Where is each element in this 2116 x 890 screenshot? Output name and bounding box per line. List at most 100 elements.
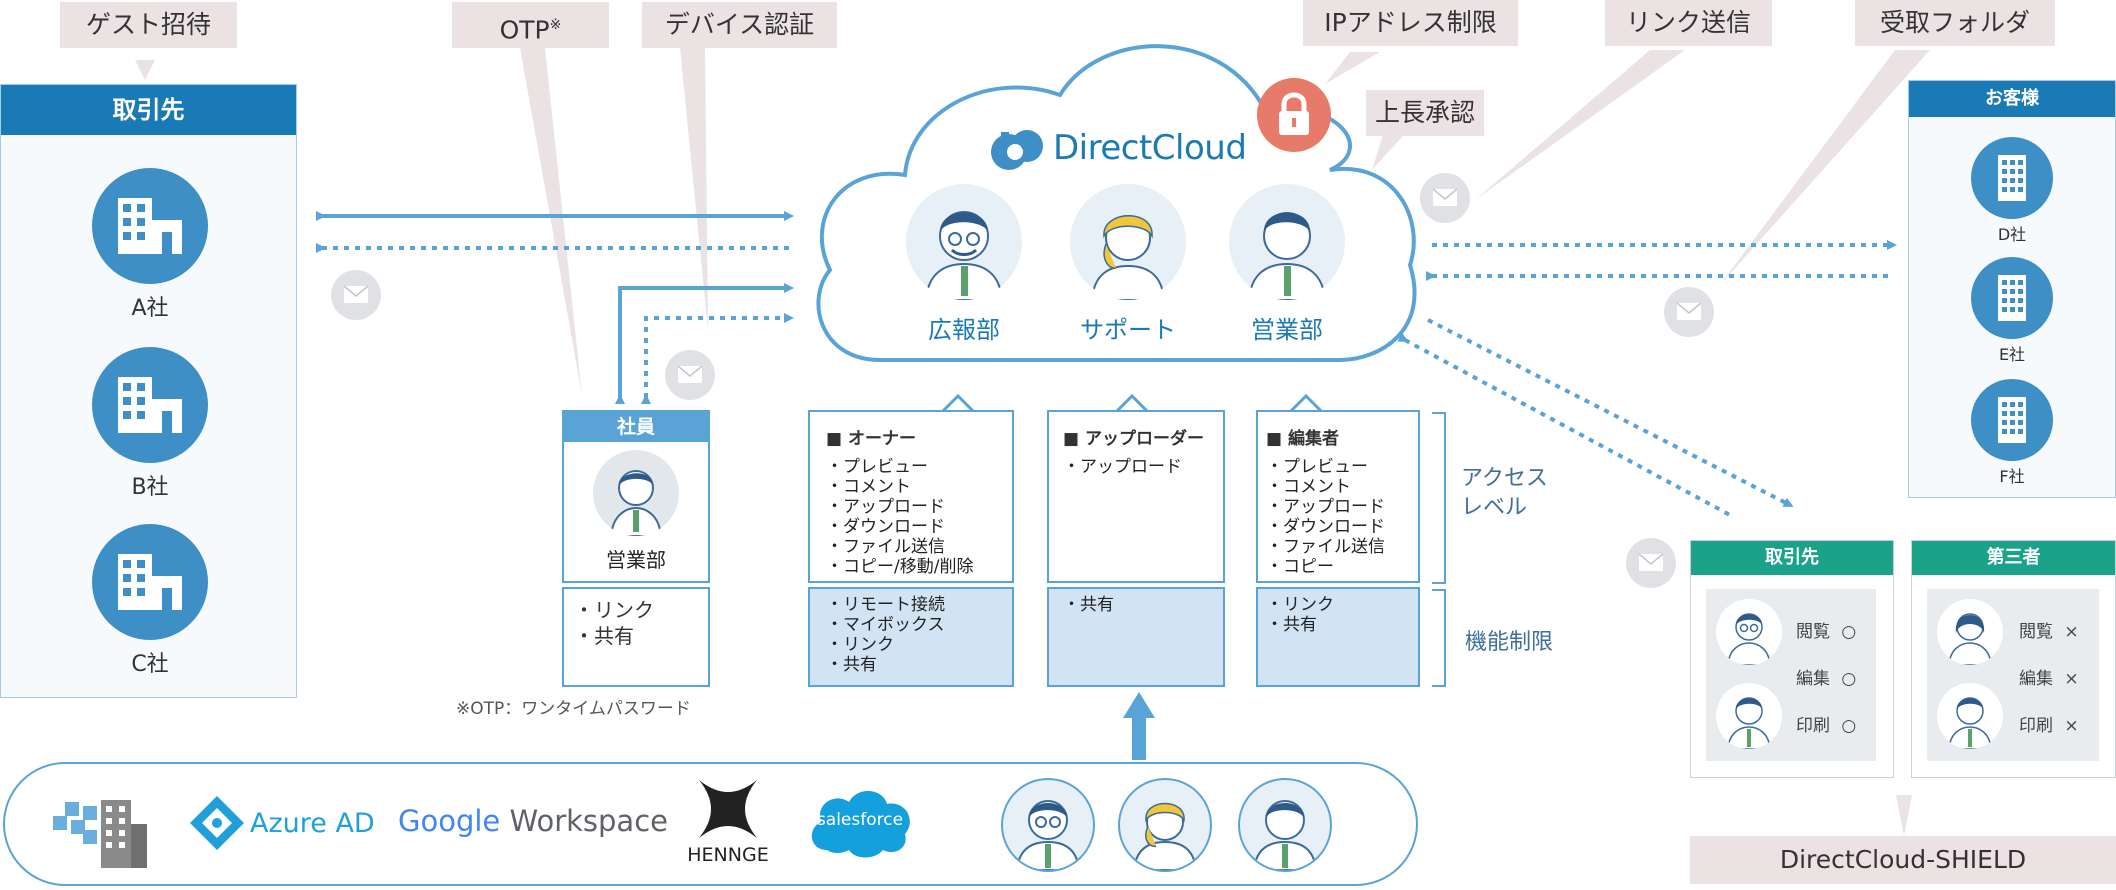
azure-diamond-icon [190,796,244,850]
company-a-label: A社 [131,296,169,321]
customer-panel: お客様 D社 E社 F社 [1908,80,2116,498]
bracket-access-label: アクセス レベル [1461,464,1548,522]
bar-user-support [1118,778,1212,872]
cloud-user-sales: 営業部 [1225,184,1349,345]
callout-receive-folder: 受取フォルダ [1855,0,2055,46]
callout-link-send: リンク送信 [1605,0,1772,46]
shield-partner-title: 取引先 [1691,541,1893,575]
perm-denied-mark: × [2064,669,2079,689]
list-item: ・リンク [826,635,894,655]
mail-icon [1664,287,1714,337]
perm-label: 閲覧 [1796,622,1830,642]
shield-third-party-body: 閲覧 × 編集 × 印刷 × [1927,589,2099,761]
integrations-bar: Azure AD Google Workspace HENNGE salesfo… [3,762,1418,886]
shield-third-party-title: 第三者 [1912,541,2115,575]
employee-title: 社員 [564,412,708,442]
perm-label: 印刷 [1796,716,1830,736]
google-workspace-logo: Google Workspace [398,804,668,838]
lock-icon [1257,78,1331,152]
company-a: A社 [90,168,210,322]
partner-avatar [1716,683,1782,749]
uploader-access-list: ・アップロード [1063,457,1223,477]
third-perm-edit: 編集 × [2019,664,2079,689]
directcloud-logo-icon [991,130,1043,170]
partner-perm-view: 閲覧 ○ [1796,617,1856,642]
office-building-icon [1971,137,2053,219]
bar-user-manager [1001,778,1095,872]
third-party-avatar [1937,599,2003,665]
mail-icon [665,350,715,400]
company-c: C社 [90,524,210,678]
list-item: ・コピー [1266,557,1334,577]
list-item: ・リモート接続 [826,595,945,615]
perm-label: 編集 [1796,669,1830,689]
building-icon [92,168,208,284]
callout-approval: 上長承認 [1366,90,1484,136]
directcloud-logo: DirectCloud [987,124,1247,172]
callout-device-auth: デバイス認証 [642,2,837,48]
shield-partner-body: 閲覧 ○ 編集 ○ 印刷 ○ [1706,589,1876,761]
perm-label: 編集 [2019,669,2053,689]
editor-function-list: ・リンク ・共有 [1266,595,1418,635]
list-item: ・ファイル送信 [1266,537,1385,557]
perm-label: 閲覧 [2019,622,2053,642]
list-item: ・アップロード [1266,497,1385,517]
role-owner-access: ■ オーナー ・プレビュー ・コメント ・アップロード ・ダウンロード ・ファイ… [808,410,1014,583]
google-text: Google [398,804,501,838]
company-e-label: E社 [1998,345,2026,364]
list-item: ・コピー/移動/削除 [826,557,974,577]
company-e: E社 [1967,257,2057,365]
list-item: ・共有 [826,655,877,675]
otp-note: ※OTP：ワンタイムパスワード [456,699,691,719]
third-perm-view: 閲覧 × [2019,617,2079,642]
list-item: ・共有 [1266,615,1317,635]
cloud-user-sales-label: 営業部 [1251,316,1323,344]
cloud-user-pr-label: 広報部 [928,316,1000,344]
list-item: ・アップロード [1063,457,1182,477]
cloud-user-pr: 広報部 [902,184,1026,345]
callout-guest-invite: ゲスト招待 [60,2,237,48]
list-item: ・マイボックス [826,615,945,635]
hennge-text: HENNGE [687,844,769,866]
perm-label: 印刷 [2019,716,2053,736]
company-c-label: C社 [131,652,169,677]
role-uploader-functions: ・共有 [1047,587,1225,687]
azure-ad-text: Azure AD [250,807,375,839]
bracket-function-label: 機能制限 [1465,630,1554,655]
directcloud-brand: DirectCloud [1053,128,1247,168]
role-editor-access: ■ 編集者 ・プレビュー ・コメント ・アップロード ・ダウンロード ・ファイル… [1256,410,1420,583]
company-b: B社 [90,347,210,501]
list-item: ・コメント [1266,477,1351,497]
owner-access-list: ・プレビュー ・コメント ・アップロード ・ダウンロード ・ファイル送信 ・コピ… [826,457,1012,577]
employee-function-share: ・共有 [574,624,634,648]
otp-footnote-mark: ※ [549,17,562,33]
cloud-user-support: サポート [1063,184,1193,345]
manager-avatar [906,184,1022,300]
support-avatar [1070,184,1186,300]
uploader-function-list: ・共有 [1063,595,1223,615]
third-perm-print: 印刷 × [2019,711,2079,736]
employee-panel: 社員 営業部 [562,410,710,583]
partner-perm-edit: 編集 ○ [1796,664,1856,689]
otp-text: OTP [499,15,550,45]
role-editor-functions: ・リンク ・共有 [1256,587,1420,687]
azure-ad-logo: Azure AD [188,794,375,852]
shield-partner-panel: 取引先 閲覧 ○ 編集 ○ 印刷 ○ [1690,540,1894,778]
list-item: ・プレビュー [1266,457,1368,477]
shield-third-party-panel: 第三者 閲覧 × 編集 × 印刷 × [1911,540,2116,778]
list-item: ・共有 [1063,595,1114,615]
building-icon [92,524,208,640]
workspace-text: Workspace [509,804,668,838]
list-item: ・ダウンロード [1266,517,1385,537]
list-item: ・コメント [826,477,911,497]
building-icon [92,347,208,463]
salesforce-logo: salesforce [805,784,915,860]
owner-function-list: ・リモート接続 ・マイボックス ・リンク ・共有 [826,595,1012,675]
perm-allowed-mark: ○ [1841,622,1857,642]
third-party-avatar [1937,683,2003,749]
perm-allowed-mark: ○ [1841,716,1857,736]
list-item: ・ファイル送信 [826,537,945,557]
perm-allowed-mark: ○ [1841,669,1857,689]
perm-denied-mark: × [2064,622,2079,642]
employee-dept: 営業部 [606,548,666,572]
